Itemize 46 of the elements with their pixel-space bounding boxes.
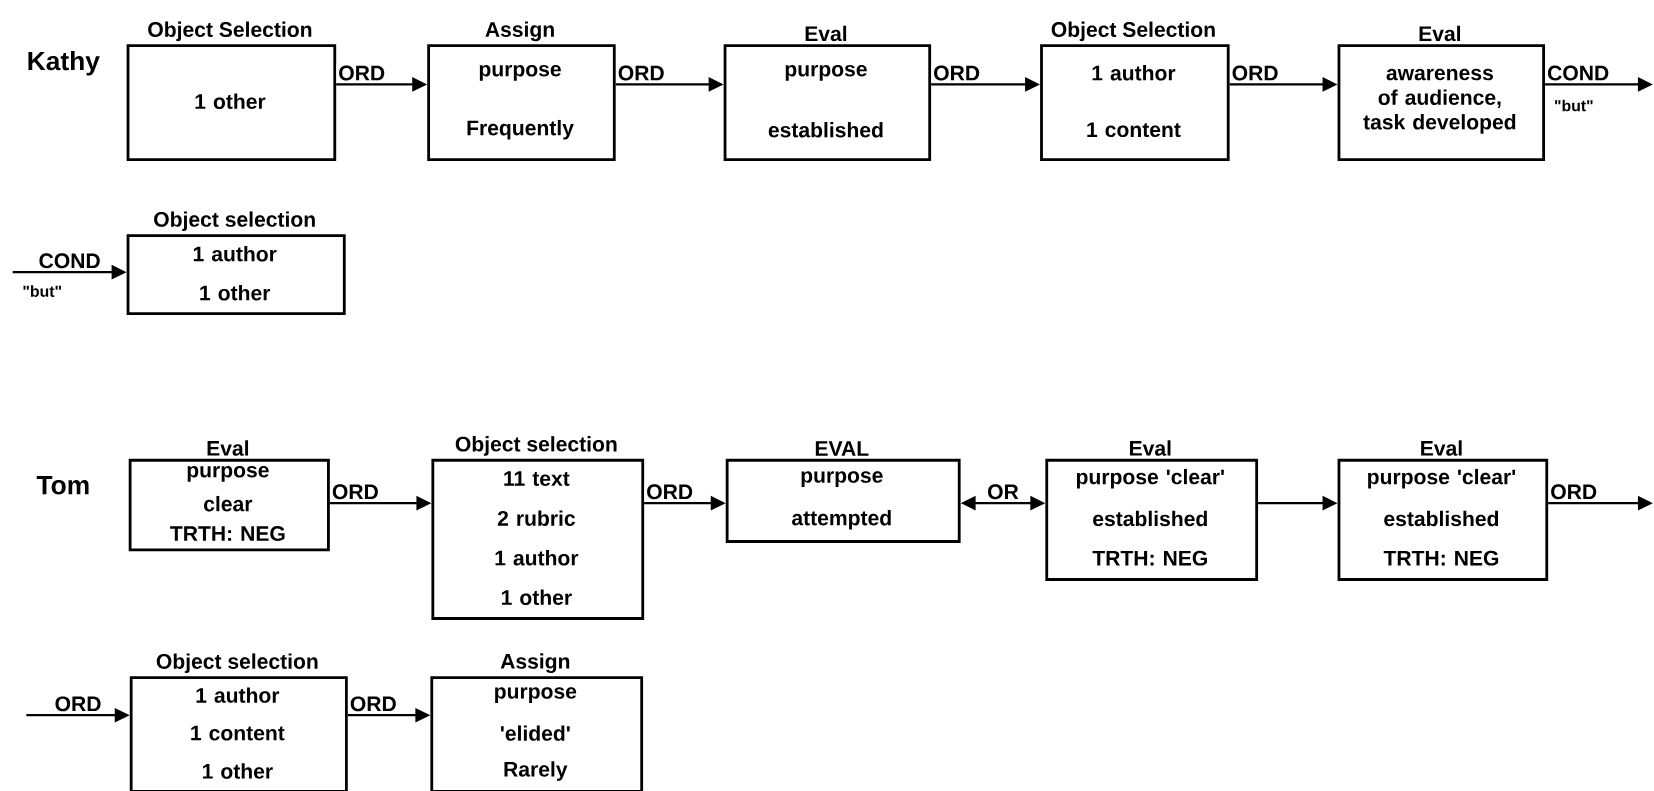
box-heading: Eval [1419, 25, 1461, 42]
edge-note: "but" [1555, 99, 1593, 112]
process-box: purpose Frequently [427, 44, 616, 161]
row-label: Kathy [28, 50, 100, 76]
box-heading: Eval [1130, 440, 1171, 456]
process-box: 1 author 1 other [126, 234, 346, 315]
row-label: Tom [36, 475, 89, 495]
edge-label: ORD [931, 63, 982, 83]
box-heading: Assign [485, 21, 554, 42]
process-box: 1 author 1 content 1 other [129, 676, 348, 791]
edge-label: ORD [330, 482, 381, 501]
box-heading: Eval [1421, 440, 1462, 456]
process-box: 1 author 1 content [1040, 44, 1230, 161]
edge-label: ORD [1548, 482, 1599, 501]
box-heading: Object Selection [148, 21, 312, 42]
process-box: purpose 'clear' established TRTH: NEG [1045, 458, 1259, 581]
edge-label: ORD [336, 63, 387, 83]
process-box: purpose established [723, 44, 932, 161]
box-heading: Eval [207, 440, 249, 456]
edge-label: ORD [348, 694, 399, 713]
box-heading: EVAL [815, 441, 869, 456]
edge-label: ORD [1229, 63, 1281, 83]
process-box: 1 other [126, 44, 337, 161]
edge-label: COND [1545, 63, 1611, 83]
box-heading: Object Selection [1051, 21, 1215, 42]
node-label: 11 text [504, 471, 570, 486]
edge-label: OR [985, 482, 1021, 501]
edge-label: COND [36, 251, 103, 270]
process-box: purpose 'elided' Rarely [430, 676, 644, 791]
box-heading: Object selection [455, 436, 617, 456]
node-label: 1 author [495, 549, 579, 566]
node-label: 2 rubric [497, 510, 576, 526]
box-heading: Object selection [156, 653, 318, 673]
process-box: awareness of audience, task developed [1337, 44, 1546, 161]
edge-label: ORD [52, 694, 104, 713]
box-heading: Object selection [154, 211, 315, 231]
box-heading: Assign [500, 653, 570, 673]
process-box: purpose attempted [725, 458, 961, 543]
process-box: 11 text 2 rubric 1 author 1 other [431, 458, 645, 620]
edge-label: ORD [644, 482, 695, 501]
edge-label: ORD [616, 63, 667, 83]
edge-note: "but" [23, 285, 61, 297]
process-box: purpose 'clear' established TRTH: NEG [1337, 458, 1549, 581]
node-label: 1 other [501, 589, 572, 605]
process-box: purpose clear TRTH: NEG [128, 458, 330, 552]
box-heading: Eval [805, 25, 847, 42]
